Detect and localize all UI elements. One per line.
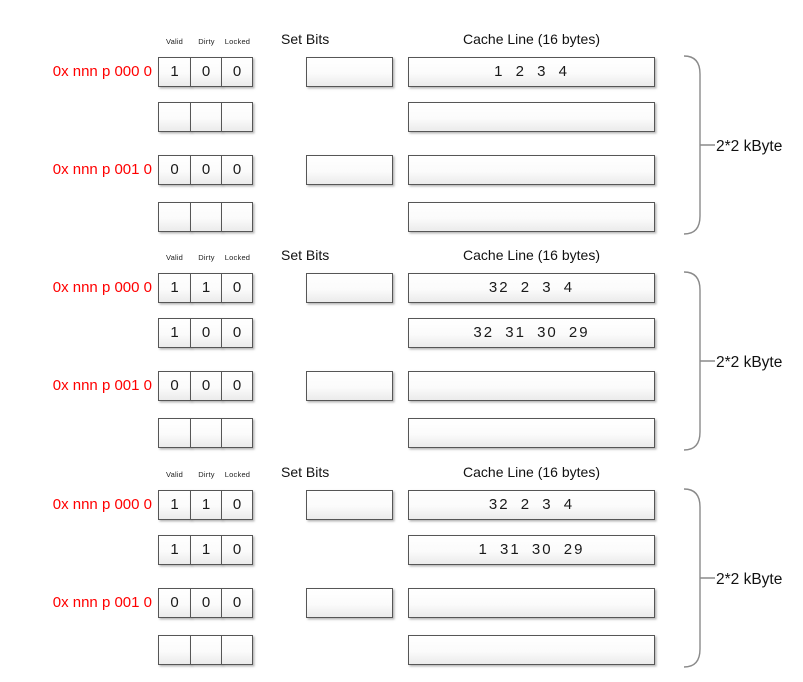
locked-column-header: Locked [224, 470, 251, 479]
dirty-bit-cell: 0 [190, 588, 222, 618]
valid-bit-cell: 0 [158, 371, 191, 401]
dirty-bit-cell [190, 635, 222, 665]
valid-bit-cell: 1 [158, 490, 191, 520]
dirty-bit-cell [190, 202, 222, 232]
cache-line-box [408, 418, 655, 448]
valid-bit-cell [158, 202, 191, 232]
status-bits-row: 0 0 0 [158, 155, 253, 185]
status-bits-row: 1 0 0 [158, 318, 253, 348]
status-bits-row [158, 202, 253, 232]
valid-column-header: Valid [165, 253, 184, 262]
dirty-column-header: Dirty [198, 470, 215, 479]
dirty-bit-cell: 0 [190, 318, 222, 348]
locked-bit-cell: 0 [221, 318, 253, 348]
locked-bit-cell: 0 [221, 57, 253, 87]
status-bits-row: 0 0 0 [158, 371, 253, 401]
locked-bit-cell: 0 [221, 535, 253, 565]
valid-bit-cell: 0 [158, 588, 191, 618]
cache-line-box [408, 371, 655, 401]
cache-line-header: Cache Line (16 bytes) [463, 31, 600, 47]
cache-line-box [408, 155, 655, 185]
cache-line-box [408, 202, 655, 232]
set-bits-box [306, 273, 393, 303]
dirty-bit-cell: 1 [190, 535, 222, 565]
locked-column-header: Locked [224, 37, 251, 46]
dirty-bit-cell: 1 [190, 273, 222, 303]
dirty-bit-cell: 0 [190, 155, 222, 185]
locked-bit-cell [221, 418, 253, 448]
size-label: 2*2 kByte [716, 571, 783, 588]
address-label: 0x nnn p 000 0 [52, 496, 152, 513]
dirty-bit-cell: 0 [190, 371, 222, 401]
dirty-column-header: Dirty [198, 37, 215, 46]
cache-line-box: 32 2 3 4 [408, 490, 655, 520]
status-bits-row: 0 0 0 [158, 588, 253, 618]
dirty-bit-cell [190, 418, 222, 448]
cache-line-box: 32 31 30 29 [408, 318, 655, 348]
cache-line-header: Cache Line (16 bytes) [463, 464, 600, 480]
address-label: 0x nnn p 000 0 [52, 279, 152, 296]
address-label: 0x nnn p 001 0 [52, 377, 152, 394]
cache-line-box: 1 2 3 4 [408, 57, 655, 87]
set-bits-box [306, 371, 393, 401]
locked-bit-cell [221, 102, 253, 132]
locked-bit-cell: 0 [221, 273, 253, 303]
address-label: 0x nnn p 001 0 [52, 594, 152, 611]
locked-bit-cell: 0 [221, 371, 253, 401]
dirty-bit-cell [190, 102, 222, 132]
set-bits-box [306, 588, 393, 618]
cache-line-box: 32 2 3 4 [408, 273, 655, 303]
status-bits-row: 1 0 0 [158, 57, 253, 87]
cache-state-section-3: Valid Dirty Locked Set Bits Cache Line (… [0, 464, 803, 682]
brace-bracket [683, 271, 715, 451]
size-label: 2*2 kByte [716, 354, 783, 371]
valid-column-header: Valid [165, 470, 184, 479]
valid-bit-cell [158, 635, 191, 665]
valid-bit-cell: 0 [158, 155, 191, 185]
set-bits-header: Set Bits [281, 31, 330, 47]
valid-bit-cell: 1 [158, 273, 191, 303]
status-bits-row: 1 1 0 [158, 490, 253, 520]
locked-bit-cell: 0 [221, 155, 253, 185]
locked-bit-cell: 0 [221, 490, 253, 520]
brace-bracket [683, 488, 715, 668]
set-bits-header: Set Bits [281, 247, 330, 263]
set-bits-box [306, 57, 393, 87]
status-bits-row [158, 102, 253, 132]
locked-bit-cell [221, 635, 253, 665]
valid-bit-cell [158, 102, 191, 132]
dirty-column-header: Dirty [198, 253, 215, 262]
status-bits-row: 1 1 0 [158, 535, 253, 565]
dirty-bit-cell: 0 [190, 57, 222, 87]
valid-column-header: Valid [165, 37, 184, 46]
status-bits-row [158, 418, 253, 448]
locked-bit-cell [221, 202, 253, 232]
set-bits-box [306, 490, 393, 520]
valid-bit-cell: 1 [158, 318, 191, 348]
cache-line-box: 1 31 30 29 [408, 535, 655, 565]
address-label: 0x nnn p 001 0 [52, 161, 152, 178]
cache-line-box [408, 635, 655, 665]
address-label: 0x nnn p 000 0 [52, 63, 152, 80]
cache-line-box [408, 588, 655, 618]
cache-state-section-2: Valid Dirty Locked Set Bits Cache Line (… [0, 247, 803, 466]
locked-column-header: Locked [224, 253, 251, 262]
set-bits-header: Set Bits [281, 464, 330, 480]
brace-bracket [683, 55, 715, 235]
dirty-bit-cell: 1 [190, 490, 222, 520]
locked-bit-cell: 0 [221, 588, 253, 618]
valid-bit-cell: 1 [158, 57, 191, 87]
cache-state-section-1: Valid Dirty Locked Set Bits Cache Line (… [0, 31, 803, 250]
size-label: 2*2 kByte [716, 138, 783, 155]
valid-bit-cell [158, 418, 191, 448]
status-bits-row [158, 635, 253, 665]
set-bits-box [306, 155, 393, 185]
cache-line-box [408, 102, 655, 132]
status-bits-row: 1 1 0 [158, 273, 253, 303]
valid-bit-cell: 1 [158, 535, 191, 565]
cache-line-header: Cache Line (16 bytes) [463, 247, 600, 263]
